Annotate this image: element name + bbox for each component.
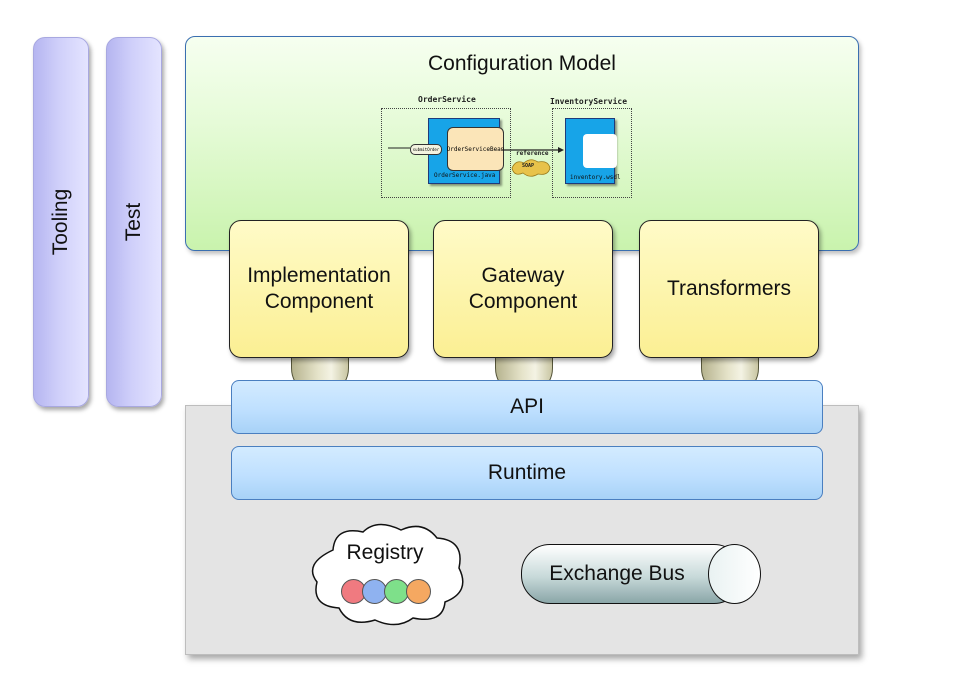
component-label-line1: Gateway	[481, 264, 565, 287]
inventory-service-port	[583, 134, 617, 168]
registry-entry-icon	[341, 579, 366, 604]
order-service-title: OrderService	[418, 95, 476, 104]
exchange-bus: Exchange Bus	[521, 544, 743, 604]
inventory-service-file: inventory.wsdl	[570, 174, 621, 181]
soap-binding-icon	[511, 159, 551, 177]
registry-entry-icon	[406, 579, 431, 604]
tooling-label: Tooling	[49, 188, 72, 256]
implementation-component: Implementation Component	[229, 220, 409, 358]
api-layer: API	[231, 380, 823, 434]
component-label-line2: Component	[468, 290, 578, 313]
exchange-bus-end-icon	[708, 544, 761, 604]
registry-entry-icon	[362, 579, 387, 604]
inventory-service-title: InventoryService	[550, 97, 628, 106]
tooling-panel: Tooling	[33, 37, 89, 407]
inventory-service-boundary	[552, 108, 632, 198]
gateway-component: Gateway Component	[433, 220, 613, 358]
runtime-area	[185, 405, 859, 655]
component-label-line1: Implementation	[247, 264, 391, 287]
configuration-model-title: Configuration Model	[428, 52, 616, 75]
registry-label: Registry	[346, 541, 424, 564]
component-label-line2: Component	[264, 290, 374, 313]
component-label-line1: Transformers	[666, 277, 792, 300]
service-arrows	[388, 147, 564, 153]
soap-label: SOAP	[522, 163, 535, 169]
reference-label: reference	[516, 150, 549, 157]
configuration-model-box: Configuration Model	[185, 36, 859, 251]
exchange-bus-label: Exchange Bus	[549, 562, 685, 585]
registry-entry-icon	[384, 579, 409, 604]
test-panel: Test	[106, 37, 162, 407]
test-label: Test	[122, 202, 145, 242]
order-service-boundary	[381, 108, 511, 198]
runtime-layer: Runtime	[231, 446, 823, 500]
transformers-component: Transformers	[639, 220, 819, 358]
order-service-file: OrderService.java	[434, 172, 496, 179]
order-service-bean: OrderServiceBean	[447, 127, 504, 171]
submit-order-service: submitOrder	[410, 144, 442, 155]
registry-cloud-icon	[311, 523, 464, 626]
